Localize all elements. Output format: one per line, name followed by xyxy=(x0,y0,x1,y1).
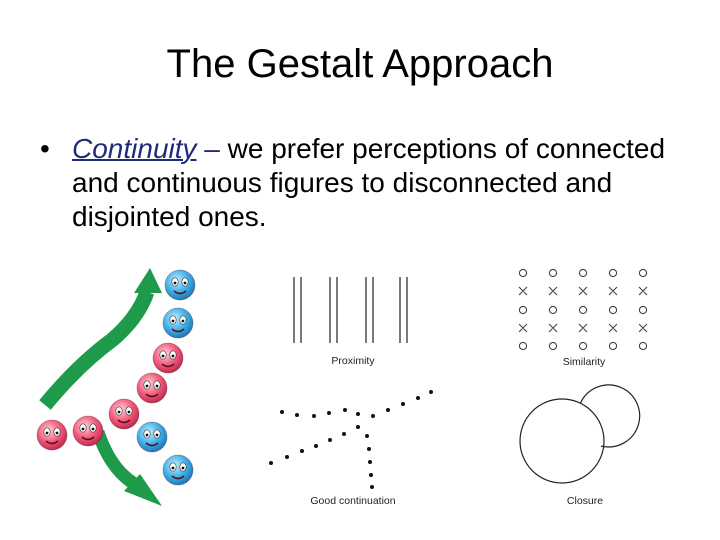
closure-caption: Closure xyxy=(567,495,603,507)
proximity-figure xyxy=(293,277,408,343)
blue-face xyxy=(162,454,194,486)
bullet-point: • Continuity – we prefer perceptions of … xyxy=(40,132,680,234)
bullet-dash: – xyxy=(196,133,228,164)
pink-face xyxy=(152,342,184,374)
pink-face xyxy=(36,419,68,451)
upper-arrow xyxy=(39,289,155,410)
pink-face xyxy=(108,398,140,430)
good-continuation-caption: Good continuation xyxy=(310,495,395,507)
bullet-text: Continuity – we prefer perceptions of co… xyxy=(72,132,680,234)
good-continuation-figure xyxy=(269,390,433,489)
blue-face xyxy=(162,307,194,339)
bullet-term: Continuity xyxy=(72,133,197,164)
slide-title: The Gestalt Approach xyxy=(166,42,554,86)
lower-arrow xyxy=(91,429,137,489)
upper-arrow-head xyxy=(134,268,162,293)
faces-illustration xyxy=(36,268,196,506)
blue-face xyxy=(136,421,168,453)
bullet-marker: • xyxy=(40,133,50,164)
pink-face xyxy=(136,372,168,404)
similarity-figure xyxy=(518,268,648,351)
bullet-description: we prefer perceptions of connected and c… xyxy=(72,133,666,232)
closure-figure xyxy=(519,384,641,484)
lower-arrow-head xyxy=(124,474,162,506)
blue-face xyxy=(164,269,196,301)
proximity-caption: Proximity xyxy=(331,355,375,367)
pink-face xyxy=(72,415,104,447)
similarity-caption: Similarity xyxy=(563,356,606,368)
